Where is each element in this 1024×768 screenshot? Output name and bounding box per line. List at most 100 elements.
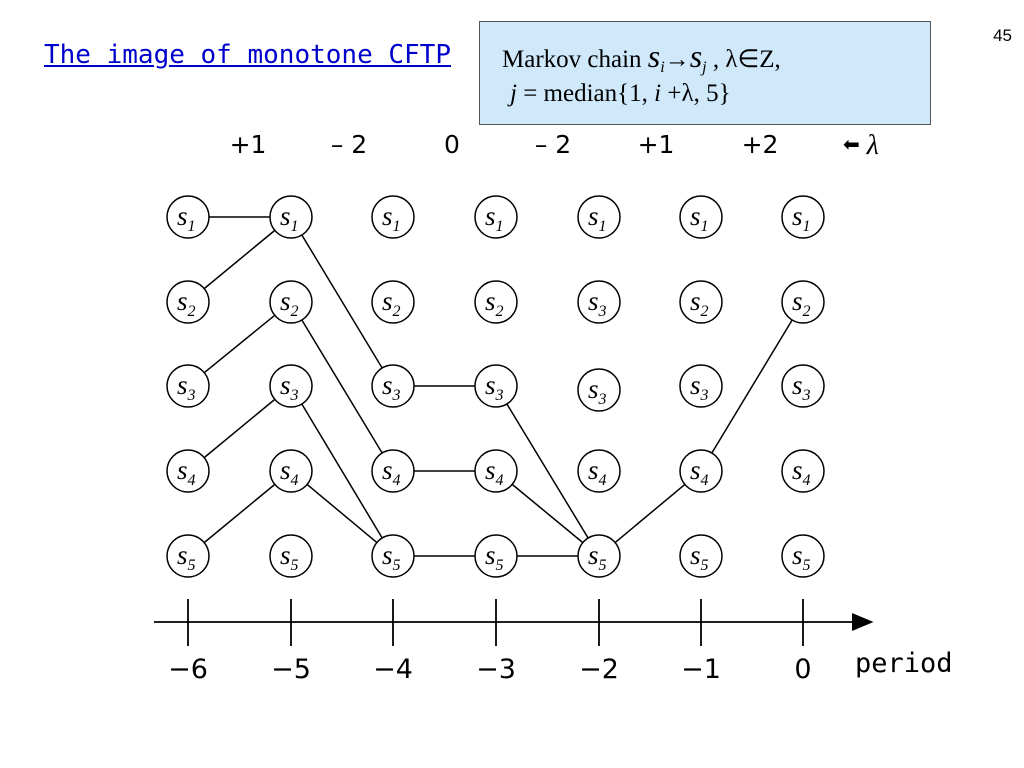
state-label: s5 bbox=[280, 540, 299, 574]
state-circle bbox=[269, 364, 313, 408]
state-label: s1 bbox=[177, 201, 196, 235]
transition-edges bbox=[203, 216, 793, 557]
state-node: s3 bbox=[166, 364, 210, 408]
state-node: s2 bbox=[474, 280, 518, 324]
state-circle bbox=[781, 364, 825, 408]
state-circle bbox=[166, 364, 210, 408]
state-label: s1 bbox=[792, 201, 811, 235]
state-index: 3 bbox=[187, 387, 196, 404]
state-circle bbox=[679, 280, 723, 324]
callout-line-1: Markov chain si→sj , λ∈Z, bbox=[502, 36, 930, 78]
transition-edge bbox=[711, 319, 793, 454]
state-node: s4 bbox=[474, 449, 518, 493]
period-label-3: −3 bbox=[476, 654, 516, 685]
lambda-value-3: 0 bbox=[444, 130, 460, 159]
markov-chain-callout: Markov chain si→sj , λ∈Z, j = median{1, … bbox=[479, 21, 931, 125]
state-label: s2 bbox=[690, 286, 709, 320]
state-symbol: s bbox=[485, 540, 496, 570]
state-label: s1 bbox=[485, 201, 504, 235]
state-node: s1 bbox=[166, 195, 210, 239]
state-label: s4 bbox=[382, 455, 401, 489]
state-label: s5 bbox=[690, 540, 709, 574]
state-symbol: s bbox=[280, 370, 291, 400]
state-node: s4 bbox=[371, 449, 415, 493]
state-circle bbox=[474, 534, 518, 578]
state-label: s4 bbox=[792, 455, 811, 489]
state-symbol: s bbox=[792, 370, 803, 400]
slide-title[interactable]: The image of monotone CFTP bbox=[44, 40, 451, 70]
state-circle bbox=[781, 534, 825, 578]
state-node: s1 bbox=[781, 195, 825, 239]
state-symbol: s bbox=[382, 286, 393, 316]
callout-line-2: j = median{1, i +λ, 5} bbox=[502, 78, 930, 109]
transition-edge bbox=[614, 483, 686, 544]
state-circle bbox=[371, 364, 415, 408]
state-node: s2 bbox=[166, 280, 210, 324]
state-index: 3 bbox=[392, 387, 401, 404]
state-symbol: s bbox=[690, 286, 701, 316]
state-index: 5 bbox=[496, 557, 504, 574]
state-index: 3 bbox=[495, 387, 504, 404]
state-index: 3 bbox=[700, 387, 709, 404]
state-label: s5 bbox=[485, 540, 504, 574]
state-index: 2 bbox=[188, 303, 196, 320]
state-circle bbox=[679, 534, 723, 578]
state-index: 1 bbox=[701, 218, 709, 235]
state-index: 2 bbox=[803, 303, 811, 320]
state-symbol: s bbox=[588, 455, 599, 485]
state-index: 5 bbox=[803, 557, 811, 574]
state-label: s2 bbox=[177, 286, 196, 320]
state-circle bbox=[679, 195, 723, 239]
state-label: s1 bbox=[382, 201, 401, 235]
state-index: 2 bbox=[496, 303, 504, 320]
state-symbol: s bbox=[485, 370, 496, 400]
state-index: 5 bbox=[599, 557, 607, 574]
state-node: s5 bbox=[781, 534, 825, 578]
state-circle bbox=[474, 195, 518, 239]
state-index: 4 bbox=[393, 472, 401, 489]
transition-edge bbox=[203, 229, 276, 290]
period-label-5: −1 bbox=[681, 654, 721, 685]
state-symbol: s bbox=[588, 201, 599, 231]
state-label: s4 bbox=[588, 455, 607, 489]
state-label: s3 bbox=[177, 370, 196, 404]
state-label: s3 bbox=[382, 370, 401, 404]
state-symbol: s bbox=[280, 540, 291, 570]
state-index: 4 bbox=[496, 472, 504, 489]
state-label: s4 bbox=[690, 455, 709, 489]
state-node: s3 bbox=[474, 364, 518, 408]
state-circle bbox=[474, 280, 518, 324]
state-node: s2 bbox=[269, 280, 313, 324]
lambda-value-4: – 2 bbox=[534, 130, 572, 159]
state-symbol: s bbox=[177, 370, 188, 400]
state-node: s3 bbox=[577, 280, 621, 324]
callout-to-index: j bbox=[702, 59, 707, 76]
state-label: s3 bbox=[485, 370, 504, 404]
state-symbol: s bbox=[280, 201, 291, 231]
state-symbol: s bbox=[280, 455, 291, 485]
state-node: s3 bbox=[781, 364, 825, 408]
lambda-value-5: +1 bbox=[637, 130, 675, 159]
state-node: s1 bbox=[577, 195, 621, 239]
callout-lambda-domain: , λ∈Z, bbox=[706, 46, 781, 73]
state-label: s5 bbox=[588, 540, 607, 574]
state-node: s3 bbox=[269, 364, 313, 408]
state-label: s2 bbox=[792, 286, 811, 320]
callout-state-to: s bbox=[689, 38, 703, 74]
state-index: 4 bbox=[599, 472, 607, 489]
state-label: s3 bbox=[690, 370, 709, 404]
callout-median-close: +λ, 5} bbox=[661, 80, 731, 107]
state-index: 3 bbox=[802, 387, 811, 404]
state-label: s3 bbox=[588, 374, 607, 408]
state-index: 3 bbox=[290, 387, 299, 404]
callout-from-index: i bbox=[660, 59, 665, 76]
state-symbol: s bbox=[588, 286, 599, 316]
state-symbol: s bbox=[690, 455, 701, 485]
state-node: s4 bbox=[577, 449, 621, 493]
state-circle bbox=[679, 449, 723, 493]
period-axis bbox=[154, 599, 874, 646]
slide-number: 45 bbox=[993, 26, 1012, 45]
lambda-key: ⬅ λ bbox=[843, 130, 879, 162]
state-circle bbox=[269, 534, 313, 578]
